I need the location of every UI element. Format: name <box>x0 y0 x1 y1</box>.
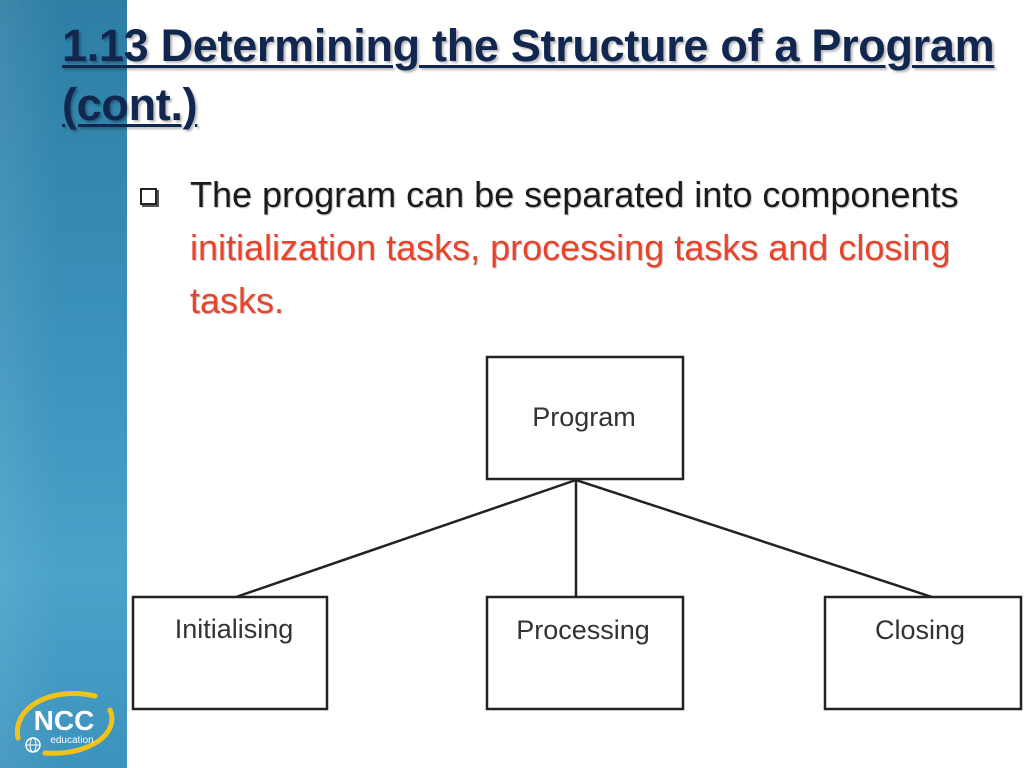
bullet-text: The program can be separated into compon… <box>190 168 1005 327</box>
node-label-program: Program <box>532 402 636 432</box>
connector-program-closing <box>575 478 933 599</box>
node-initialising: Initialising <box>131 595 329 711</box>
connector-lines <box>235 478 933 599</box>
sidebar-gradient <box>0 0 60 768</box>
slide-title: 1.13 Determining the Structure of a Prog… <box>62 20 995 130</box>
node-closing: Closing <box>823 595 1023 711</box>
logo-text-main: NCC <box>34 705 95 736</box>
sidebar-band <box>0 0 127 768</box>
node-processing: Processing <box>485 595 685 711</box>
node-label-processing: Processing <box>516 615 650 645</box>
ncc-education-logo: NCC education <box>14 691 115 756</box>
node-label-initialising: Initialising <box>175 614 294 644</box>
node-label-closing: Closing <box>875 615 965 645</box>
bullet-text-plain: The program can be separated into compon… <box>190 174 959 215</box>
globe-icon <box>25 737 41 753</box>
node-program: Program <box>485 355 685 481</box>
connector-program-initialising <box>235 478 577 599</box>
bullet-text-highlight: initialization tasks, processing tasks a… <box>190 227 951 321</box>
logo-text-sub: education <box>50 735 93 746</box>
square-bullet-icon <box>140 188 157 205</box>
